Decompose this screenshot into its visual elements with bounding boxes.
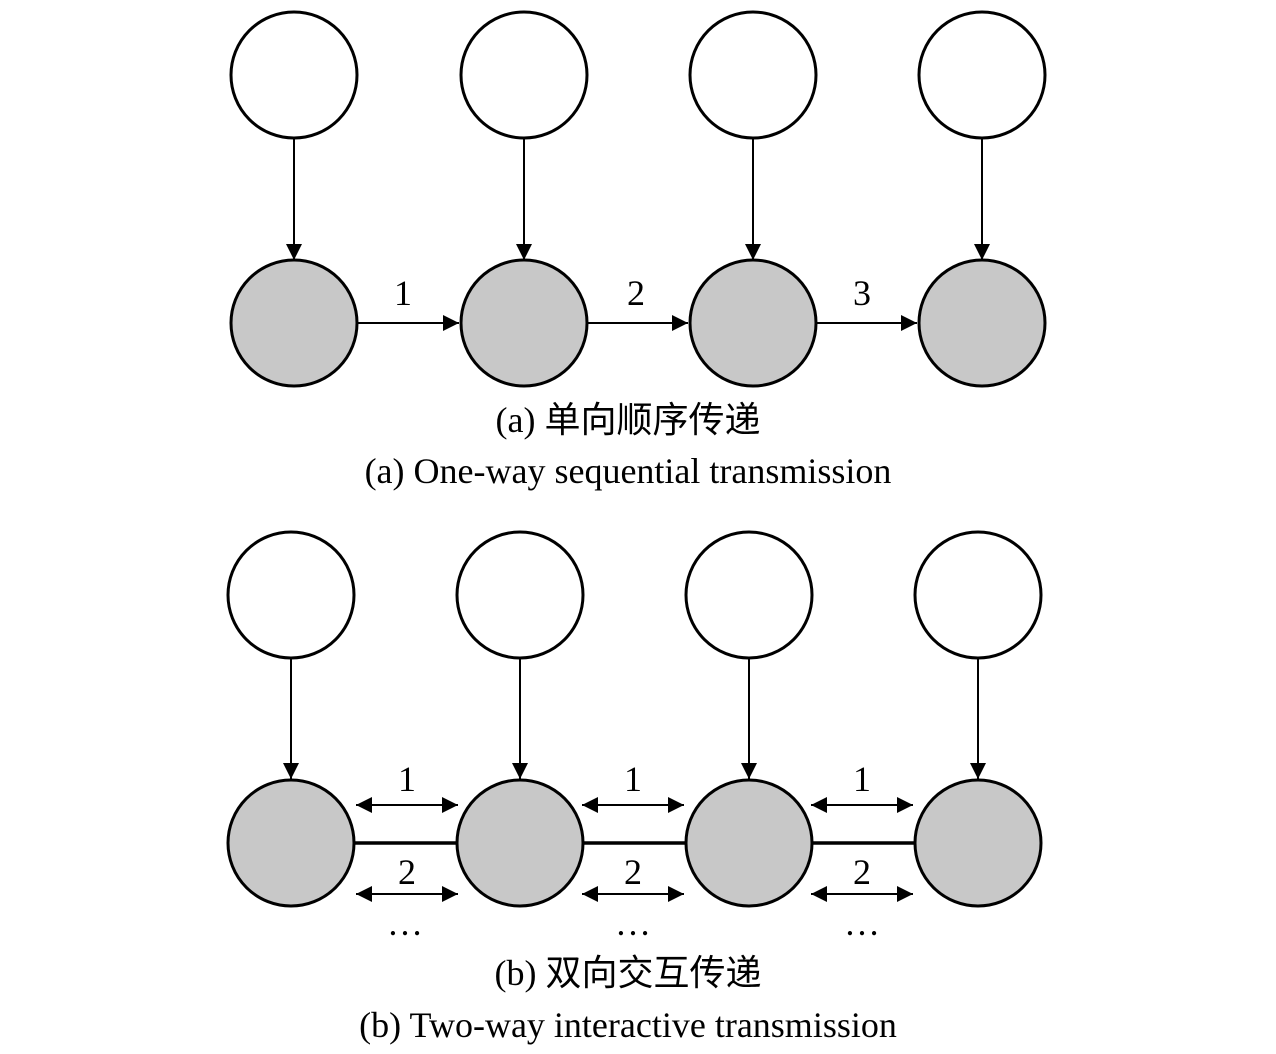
panel-a: 1 2 3 (a) 单向顺序传递 (a) One-way sequential … xyxy=(229,10,1047,491)
panel-b-top-node-4 xyxy=(913,530,1043,660)
panel-a-top-node-2 xyxy=(459,10,589,140)
panel-a-top-node-3 xyxy=(688,10,818,140)
panel-a-step-label-2: 2 xyxy=(627,273,645,313)
panel-b-upper-label-3: 1 xyxy=(853,759,871,799)
panel-b-bottom-node-4 xyxy=(913,778,1043,908)
panel-b: 1 1 1 2 2 2 … … … (b) 双向交互传递 (b) Two-way… xyxy=(226,530,1043,1045)
panel-b-caption-cn: (b) 双向交互传递 xyxy=(495,953,762,993)
panel-a-bottom-node-4 xyxy=(917,258,1047,388)
panel-b-ellipsis-3: … xyxy=(844,903,880,943)
panel-b-ellipsis-1: … xyxy=(387,903,423,943)
panel-b-ellipsis-2: … xyxy=(615,903,651,943)
panel-b-lower-label-2: 2 xyxy=(624,852,642,892)
panel-a-caption-cn: (a) 单向顺序传递 xyxy=(496,400,761,440)
panel-b-bottom-node-2 xyxy=(455,778,585,908)
panel-a-top-node-1 xyxy=(229,10,359,140)
panel-b-lower-label-1: 2 xyxy=(398,852,416,892)
panel-b-top-node-3 xyxy=(684,530,814,660)
panel-a-bottom-node-2 xyxy=(459,258,589,388)
panel-b-bottom-node-3 xyxy=(684,778,814,908)
panel-a-bottom-node-1 xyxy=(229,258,359,388)
panel-b-bottom-node-1 xyxy=(226,778,356,908)
panel-a-top-node-4 xyxy=(917,10,1047,140)
panel-a-step-label-1: 1 xyxy=(394,273,412,313)
panel-b-lower-label-3: 2 xyxy=(853,852,871,892)
panel-b-top-node-1 xyxy=(226,530,356,660)
panel-b-top-node-2 xyxy=(455,530,585,660)
panel-b-upper-label-2: 1 xyxy=(624,759,642,799)
panel-b-upper-label-1: 1 xyxy=(398,759,416,799)
panel-b-caption-en: (b) Two-way interactive transmission xyxy=(359,1005,897,1045)
panel-a-caption-en: (a) One-way sequential transmission xyxy=(365,451,892,491)
panel-a-bottom-node-3 xyxy=(688,258,818,388)
panel-a-step-label-3: 3 xyxy=(853,273,871,313)
